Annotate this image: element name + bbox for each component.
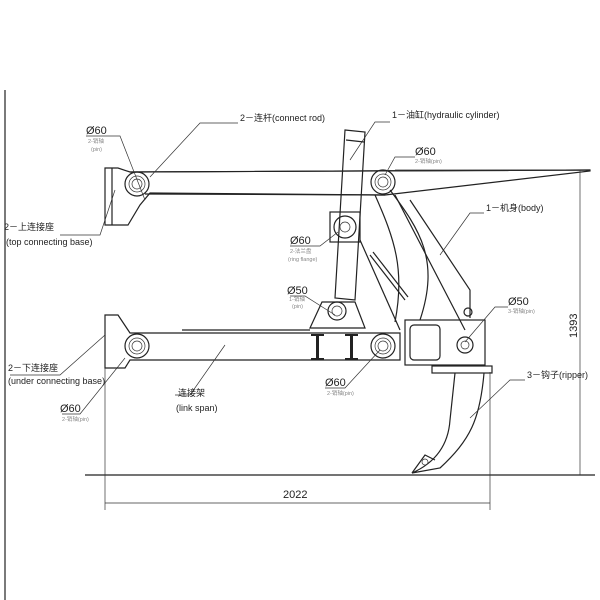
svg-text:Ø60: Ø60 [86,125,107,137]
width-dimension: 2022 [283,489,307,501]
callout-lower-left-pin: Ø60 2-销轴(pin) [60,403,89,423]
svg-text:2-销轴(pin): 2-销轴(pin) [327,389,354,397]
ripper [404,307,493,474]
svg-text:(pin): (pin) [292,304,303,310]
svg-text:Ø60: Ø60 [290,235,311,247]
callout-lower-right-pin: Ø60 2-销轴(pin) [325,377,354,397]
svg-text:Ø50: Ø50 [287,285,308,297]
svg-text:Ø60: Ø60 [60,403,81,415]
top-base-label-cn: 2－上连接座 [4,221,54,232]
svg-text:(pin): (pin) [91,147,102,153]
height-dimension: 1393 [568,314,580,338]
callout-ring-flange: Ø60 2-法兰盘 (ring flange) [288,235,318,263]
svg-text:2-销轴: 2-销轴 [88,137,104,145]
ripper-label: 3－钩子(ripper) [527,369,588,380]
hydraulic-cylinder-label: 1－油缸(hydraulic cylinder) [392,109,500,120]
callout-bracket-pin: Ø50 1-销轴 (pin) [287,285,308,310]
callout-ripper-pin: Ø50 3-销轴(pin) [508,296,535,315]
svg-text:3-销轴(pin): 3-销轴(pin) [508,307,535,315]
pin-icon [327,301,347,321]
svg-text:1-销轴: 1-销轴 [289,295,305,303]
callout-top-right-pin: Ø60 2-销轴(pin) [415,146,442,165]
svg-text:Ø50: Ø50 [508,296,529,308]
leader-lines [10,121,525,419]
svg-text:Ø60: Ø60 [325,377,346,389]
under-base-label-cn: 2－下连接座 [8,362,58,373]
link-span-label-en: (link span) [176,403,218,413]
body-label: 1－机身(body) [486,202,544,213]
i-beam-icon [311,334,324,360]
svg-text:2-法兰盘: 2-法兰盘 [290,247,312,255]
top-base-label-en: (top connecting base) [6,237,93,247]
hydraulic-cylinder [329,129,366,301]
pin-icon [124,171,150,197]
svg-text:2-销轴(pin): 2-销轴(pin) [62,415,89,423]
svg-text:(ring flange): (ring flange) [288,257,318,263]
pin-icon [124,333,150,359]
svg-text:2-销轴(pin): 2-销轴(pin) [415,157,442,165]
link-span [104,301,401,369]
connect-rod-label: 2－连杆(connect rod) [240,112,325,123]
i-beam-icon [345,334,358,360]
link-span-label-cn: 连接架 [178,387,205,398]
svg-text:Ø60: Ø60 [415,146,436,158]
pin-icon [370,169,396,195]
pin-icon [370,333,396,359]
under-base-label-en: (under connecting base) [8,376,105,386]
machine-body [359,189,471,331]
callout-top-left-pin: Ø60 2-销轴 (pin) [86,125,107,153]
